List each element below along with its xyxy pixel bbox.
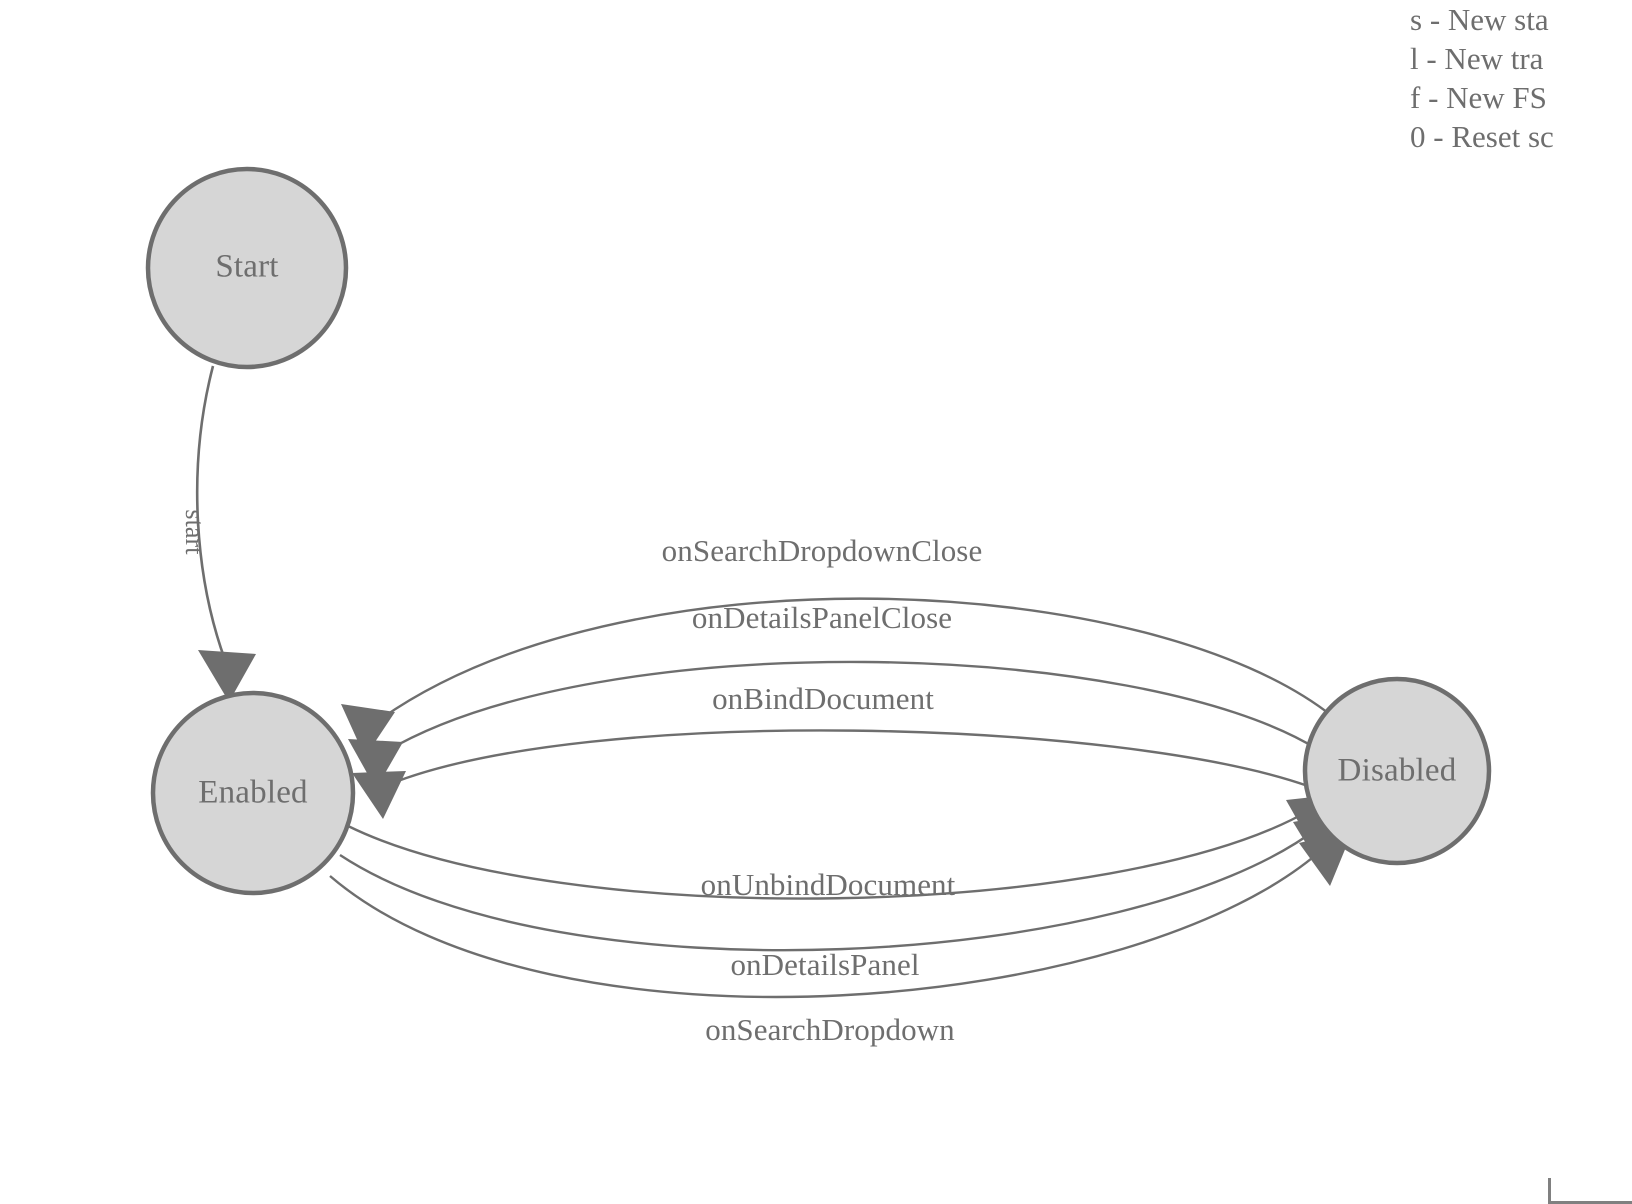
node-start[interactable] — [145, 166, 349, 370]
arrowhead-on-bind-document — [352, 771, 406, 819]
edge-label-on-search-dropdown-close[interactable]: onSearchDropdownClose — [661, 533, 983, 568]
legend-line-new-transition: l - New tra — [1410, 41, 1544, 76]
legend-line-new-fsm: f - New FS — [1410, 80, 1547, 115]
arrowhead-on-search-dropdown-close — [341, 704, 395, 757]
edge-on-unbind-document[interactable] — [347, 808, 1311, 900]
edge-on-search-dropdown[interactable] — [329, 846, 1326, 999]
node-group — [145, 166, 1492, 896]
node-disabled[interactable] — [1302, 676, 1492, 866]
edge-label-on-unbind-document[interactable]: onUnbindDocument — [700, 867, 956, 902]
arrowhead-start — [198, 650, 256, 702]
edge-on-search-dropdown-close[interactable] — [374, 597, 1333, 724]
legend-line-new-state: s - New sta — [1410, 2, 1549, 37]
edge-label-start[interactable]: start — [180, 509, 209, 555]
edge-label-on-details-panel[interactable]: onDetailsPanel — [730, 947, 920, 982]
edge-on-details-panel-close[interactable] — [384, 660, 1318, 754]
edge-on-details-panel[interactable] — [339, 827, 1319, 952]
legend-line-reset-scale: 0 - Reset sc — [1410, 119, 1554, 154]
node-enabled[interactable] — [150, 690, 356, 896]
edge-label-on-search-dropdown[interactable]: onSearchDropdown — [705, 1012, 955, 1047]
edge-start[interactable] — [195, 365, 227, 661]
edge-label-on-bind-document[interactable]: onBindDocument — [712, 681, 934, 716]
edge-on-bind-document[interactable] — [389, 729, 1309, 788]
edge-group-disabled-to-enabled — [341, 597, 1333, 819]
edge-label-on-details-panel-close[interactable]: onDetailsPanelClose — [691, 600, 953, 635]
edge-group-start-to-enabled — [195, 365, 256, 702]
shortcut-legend: s - New sta l - New tra f - New FS 0 - R… — [1410, 0, 1632, 156]
panel-frame-corner — [1548, 1178, 1632, 1204]
arrowhead-on-details-panel-close — [348, 739, 403, 789]
